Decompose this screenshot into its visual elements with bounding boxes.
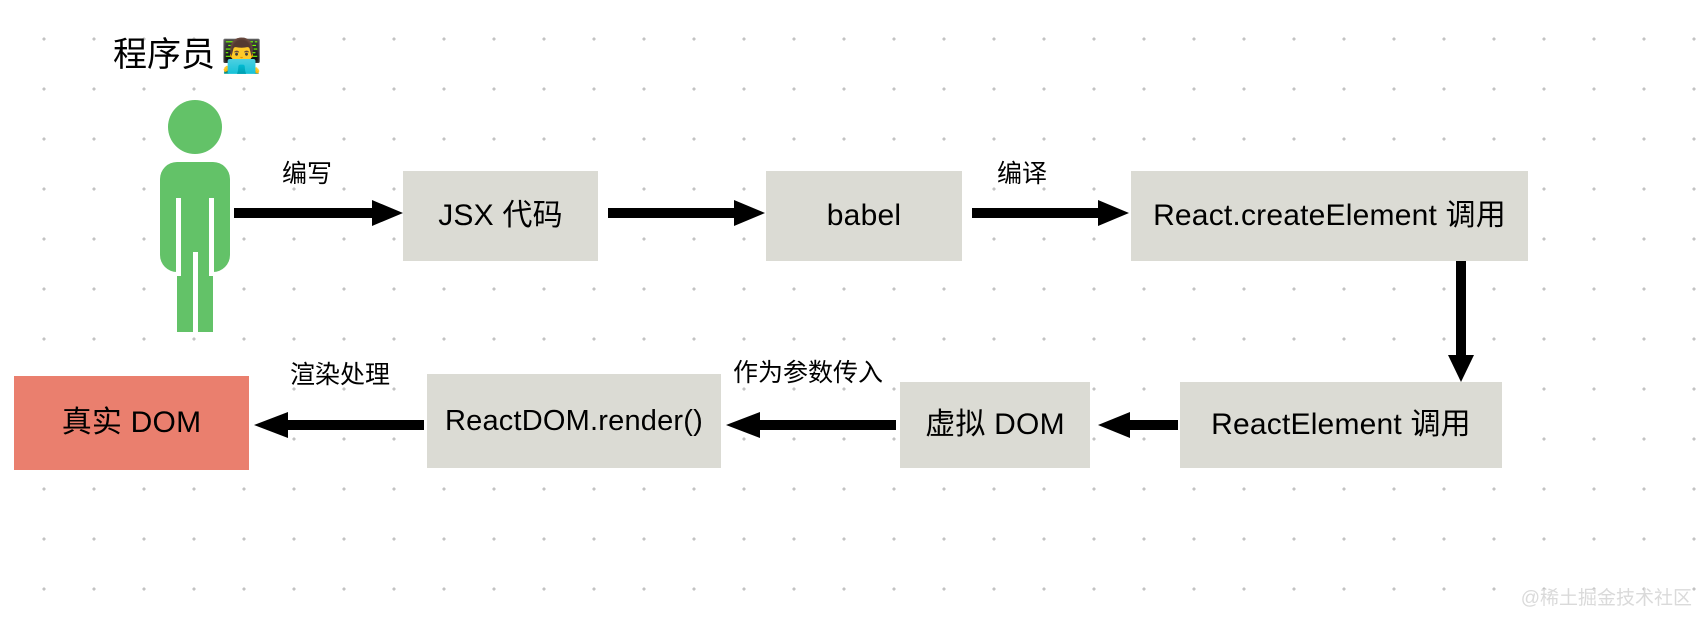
node-react-element-label: ReactElement 调用 xyxy=(1211,408,1471,441)
arrow-react-element-to-virtual-dom xyxy=(1098,412,1178,438)
page-title-text: 程序员 xyxy=(113,36,215,74)
edge-label-write: 编写 xyxy=(282,162,332,187)
arrow-reactdom-render-to-real-dom xyxy=(254,412,424,438)
watermark: @稀土掘金技术社区 xyxy=(1521,589,1692,608)
arrow-create-element-to-react-element xyxy=(1448,261,1474,383)
edge-label-render-text: 渲染处理 xyxy=(290,361,391,389)
arrow-babel-to-create-element xyxy=(972,200,1130,226)
node-react-create-element[interactable]: React.createElement 调用 xyxy=(1131,171,1528,261)
node-babel-label: babel xyxy=(826,199,902,232)
node-reactdom-render[interactable]: ReactDOM.render() xyxy=(427,374,721,468)
watermark-text: @稀土掘金技术社区 xyxy=(1520,588,1692,609)
node-virtual-dom[interactable]: 虚拟 DOM xyxy=(900,382,1090,468)
arrow-person-to-jsx xyxy=(234,200,404,226)
edge-label-write-text: 编写 xyxy=(282,160,333,188)
arrow-virtual-dom-to-reactdom-render xyxy=(726,412,896,438)
edge-label-compile: 编译 xyxy=(997,162,1047,187)
node-jsx[interactable]: JSX 代码 xyxy=(403,171,598,261)
node-real-dom[interactable]: 真实 DOM xyxy=(14,376,249,470)
node-jsx-label: JSX 代码 xyxy=(438,199,563,232)
arrow-jsx-to-babel xyxy=(608,200,766,226)
technologist-emoji: 👨‍💻 xyxy=(221,37,263,75)
node-real-dom-label: 真实 DOM xyxy=(61,406,202,439)
edge-label-as-parameter: 作为参数传入 xyxy=(733,361,883,386)
node-react-create-element-label: React.createElement 调用 xyxy=(1153,199,1506,232)
programmer-figure xyxy=(152,100,238,332)
edge-label-render: 渲染处理 xyxy=(290,363,390,388)
node-virtual-dom-label: 虚拟 DOM xyxy=(925,408,1065,441)
node-reactdom-render-label: ReactDOM.render() xyxy=(444,404,703,437)
page-title: 程序员 👨‍💻 xyxy=(113,36,262,75)
edge-label-as-parameter-text: 作为参数传入 xyxy=(733,359,884,387)
edge-label-compile-text: 编译 xyxy=(997,160,1048,188)
node-react-element[interactable]: ReactElement 调用 xyxy=(1180,382,1502,468)
node-babel[interactable]: babel xyxy=(766,171,962,261)
